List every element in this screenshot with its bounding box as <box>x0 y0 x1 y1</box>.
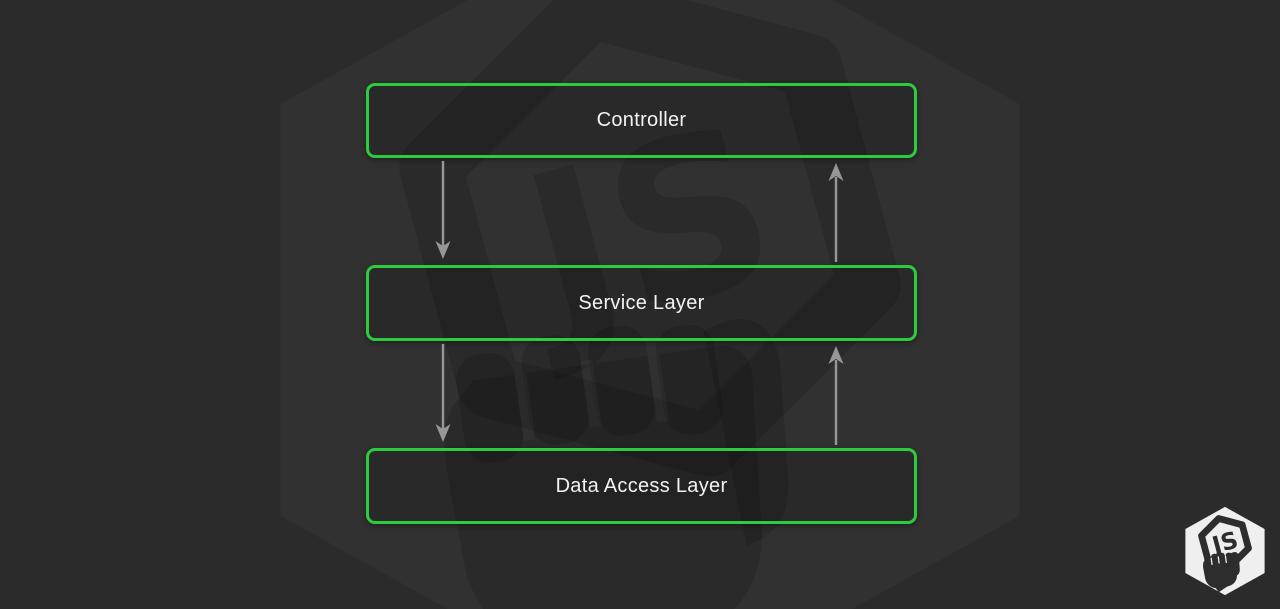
arrow-service-to-dal-down-icon <box>435 344 451 442</box>
node-service-layer-label: Service Layer <box>578 291 705 314</box>
node-controller-label: Controller <box>596 109 687 131</box>
arrow-service-to-controller-up-icon <box>828 163 844 262</box>
node-controller: Controller <box>366 83 917 158</box>
node-data-access-layer: Data Access Layer <box>366 448 917 524</box>
arrow-dal-to-service-up-icon <box>828 346 844 445</box>
node-data-access-layer-label: Data Access Layer <box>555 474 728 497</box>
arrow-controller-to-service-down-icon <box>435 161 451 259</box>
js-fist-logo-icon <box>1180 506 1270 596</box>
node-service-layer: Service Layer <box>366 265 917 341</box>
